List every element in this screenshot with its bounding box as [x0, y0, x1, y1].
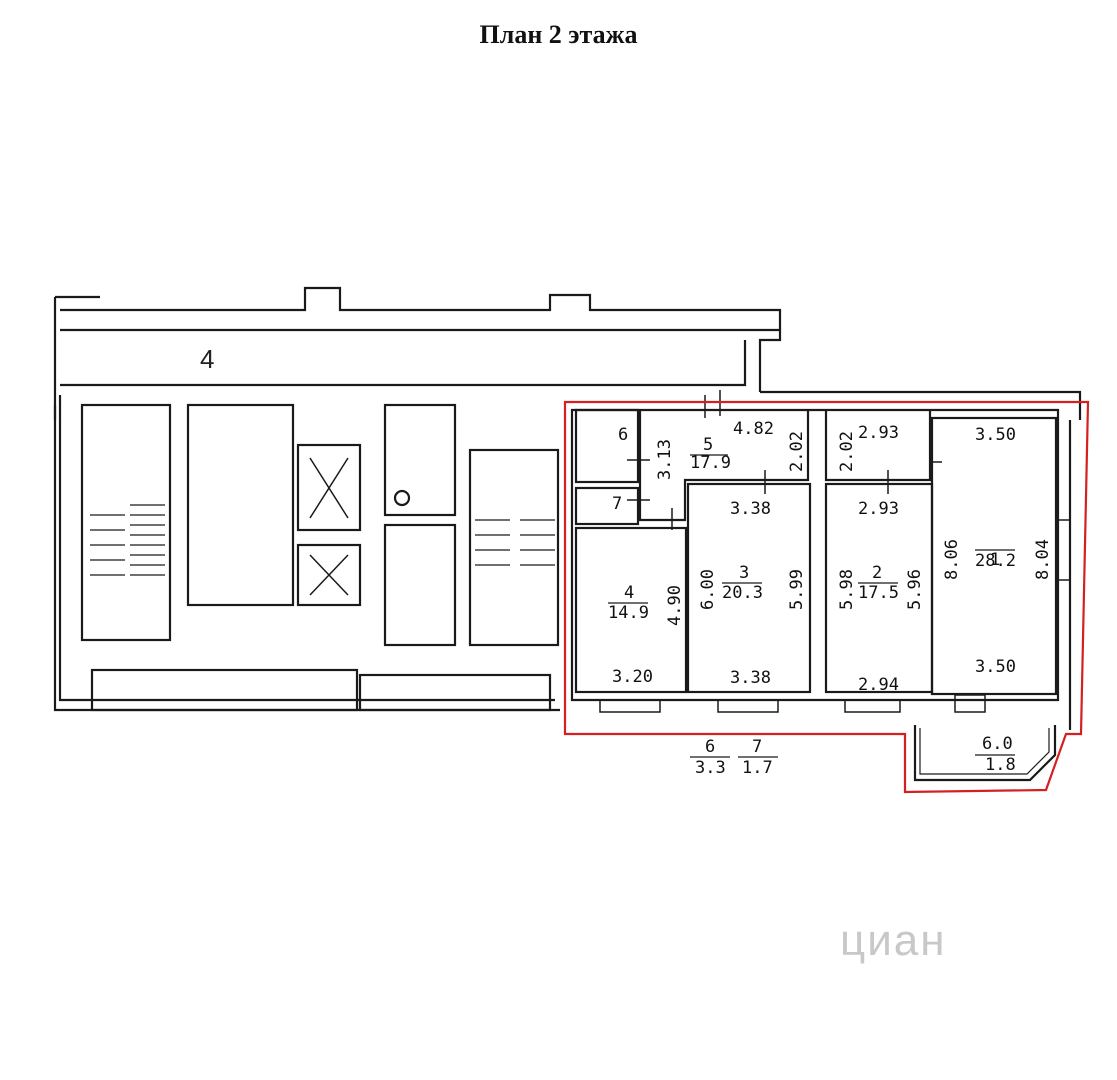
- stair-treads-right: [475, 519, 555, 566]
- room-3-height-right: 5.99: [787, 569, 807, 610]
- room-1-area: 28.2: [975, 551, 1016, 571]
- room-5-area: 17.9: [690, 453, 731, 473]
- room-5-width: 4.82: [733, 419, 774, 439]
- legend-6-number: 6: [705, 737, 715, 757]
- elevator-shaft-2: [296, 543, 362, 607]
- hall-width: 2.93: [858, 423, 899, 443]
- room-3-area: 20.3: [722, 583, 763, 603]
- room-3-number: 3: [739, 563, 749, 583]
- lobby-bottom-2: [358, 673, 552, 712]
- elevator-cross-2: [309, 554, 349, 596]
- room-2-height-right: 5.96: [905, 569, 925, 610]
- room-2-height-left: 5.98: [837, 569, 857, 610]
- room-4-width-bottom: 3.20: [612, 667, 653, 687]
- right-annex: [760, 390, 1082, 420]
- windows-bottom: [599, 694, 986, 713]
- room-1-height-left: 8.06: [942, 539, 962, 580]
- stairwell-right: [468, 448, 560, 647]
- legend-6-area: 3.3: [695, 758, 726, 778]
- room-2-number: 2: [872, 563, 882, 583]
- room-4-walls: [574, 526, 688, 694]
- area-fraction-lines: [608, 454, 1015, 756]
- room-3-height-left: 6.00: [698, 569, 718, 610]
- room-1-number: 1: [990, 550, 1000, 570]
- room-mid-a: [383, 403, 457, 517]
- room-5-height-left: 3.13: [655, 439, 675, 480]
- room-2-area: 17.5: [858, 583, 899, 603]
- fixture-circle: [393, 489, 411, 507]
- room-5-walls: [638, 410, 810, 522]
- watermark: циан: [840, 916, 947, 965]
- room-4-area: 14.9: [608, 603, 649, 623]
- room-1-width-bottom: 3.50: [975, 657, 1016, 677]
- hall-walls: [824, 410, 932, 482]
- balcony-area: 1.8: [985, 755, 1016, 775]
- room-2-width-top: 2.93: [858, 499, 899, 519]
- room-3-width-bottom: 3.38: [730, 668, 771, 688]
- lobby-bottom: [90, 668, 359, 712]
- stair-treads-left: [90, 504, 165, 576]
- room-6-bath: [574, 408, 640, 484]
- legend-fraction-lines: [690, 756, 778, 758]
- room-1-width-top: 3.50: [975, 425, 1016, 445]
- window-right: [1058, 519, 1071, 581]
- corridor-inner-wall: [60, 328, 780, 387]
- room-5-height-right: 2.02: [787, 431, 807, 472]
- stairwell-left: [80, 403, 172, 642]
- room-mid-b: [383, 523, 457, 647]
- room-2-width-bottom: 2.94: [858, 675, 899, 695]
- room-7-wc: [574, 486, 640, 526]
- legend-7-area: 1.7: [742, 758, 773, 778]
- room-1-walls: [930, 416, 1058, 696]
- balcony-inner: [919, 728, 1050, 775]
- room-left-a: [186, 403, 295, 607]
- elevator-shaft-1: [296, 443, 362, 532]
- lower-block-outline: [53, 395, 560, 712]
- room-6-number: 6: [618, 425, 628, 445]
- room-4-number: 4: [624, 583, 634, 603]
- balcony-number: 6.0: [982, 734, 1013, 754]
- room-4-height: 4.90: [665, 585, 685, 626]
- room-3-walls: [686, 482, 812, 694]
- balcony-outline: [913, 725, 1057, 782]
- hall-height: 2.02: [837, 431, 857, 472]
- legend-7-number: 7: [752, 737, 762, 757]
- apartment-highlight: [563, 400, 1090, 794]
- corridor-label: 4: [200, 344, 214, 374]
- room-3-width-top: 3.38: [730, 499, 771, 519]
- plan-title: План 2 этажа: [479, 20, 638, 49]
- room-7-number: 7: [612, 494, 622, 514]
- corridor-top-wall: [53, 286, 782, 420]
- door-marks: [627, 390, 942, 530]
- room-5-number: 5: [703, 435, 713, 455]
- room-1-height-right: 8.04: [1033, 539, 1053, 580]
- elevator-cross-1: [309, 457, 349, 519]
- apartment-outer-wall: [570, 408, 1060, 702]
